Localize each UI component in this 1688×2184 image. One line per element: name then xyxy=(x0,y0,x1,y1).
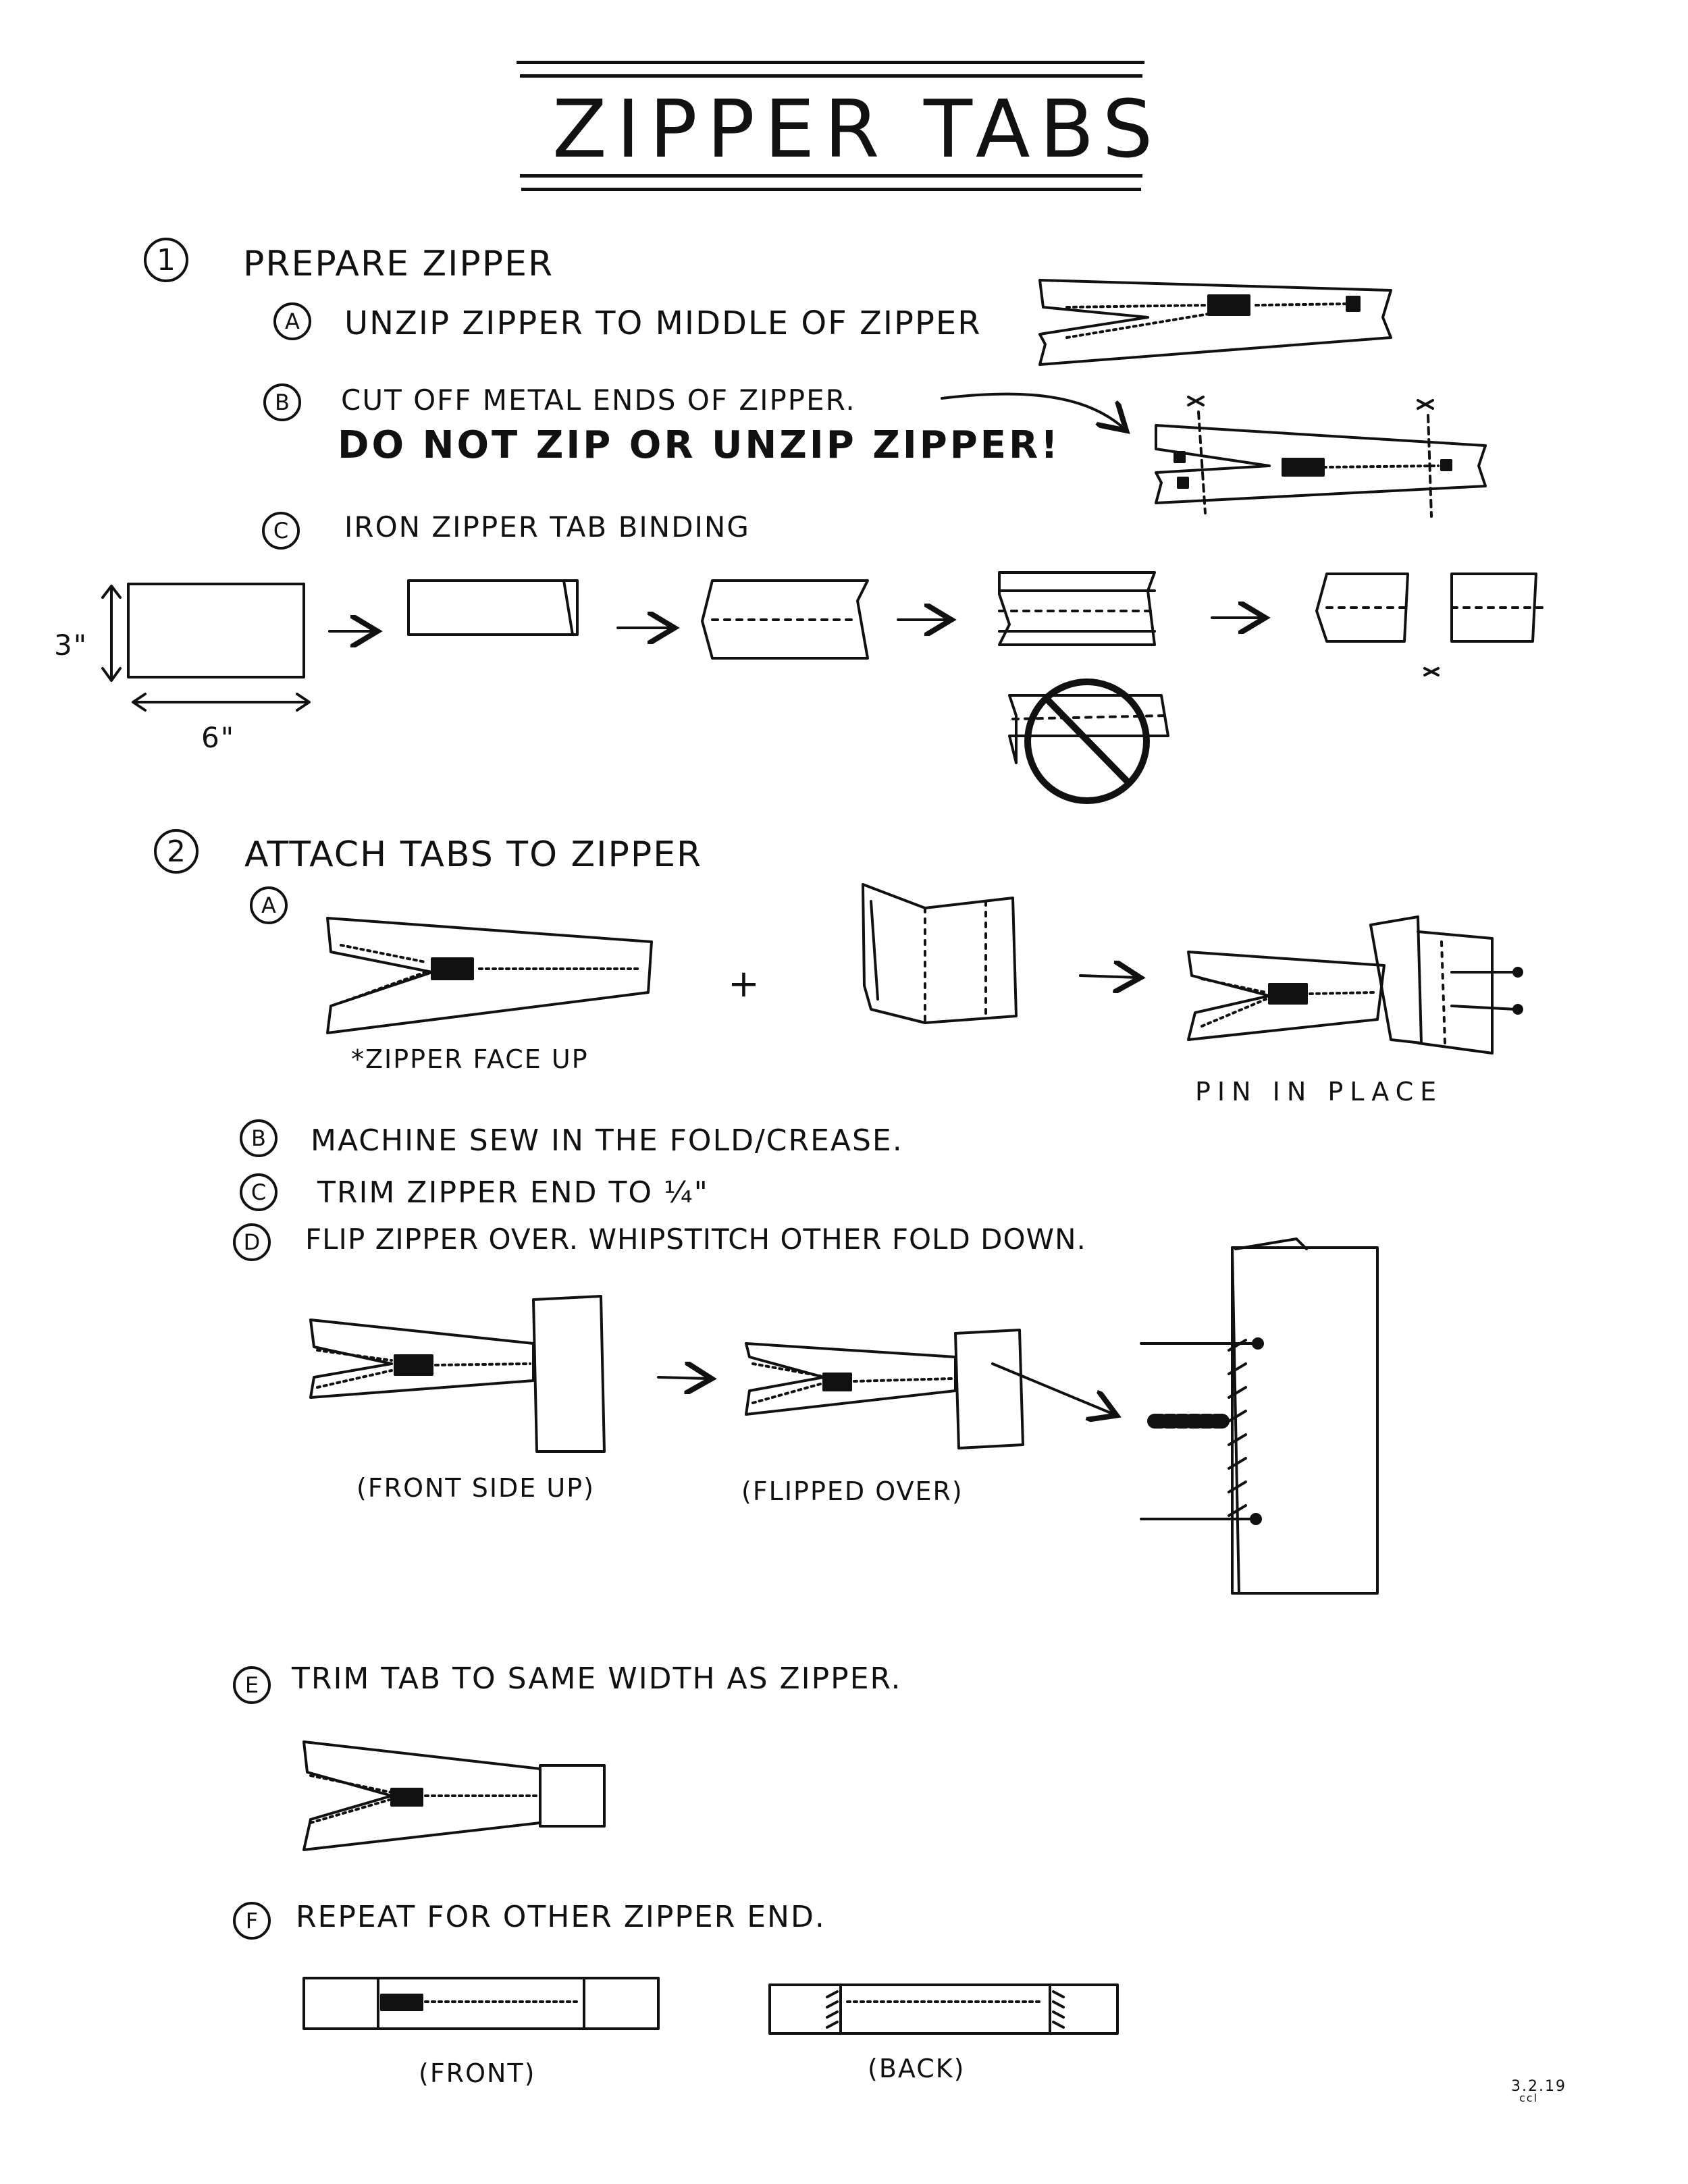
arrow-to-flipped xyxy=(658,1377,709,1379)
zipper-unzipped-illustration xyxy=(1040,280,1391,365)
zipper-flipped-illustration xyxy=(746,1330,1114,1448)
zipper-face-up-illustration xyxy=(327,918,652,1033)
arrow-to-cut-zipper xyxy=(942,394,1124,429)
zipper-pinned-illustration xyxy=(1188,917,1522,1053)
zipper-front-final-illustration xyxy=(304,1978,658,2029)
zipper-trimmed-illustration xyxy=(304,1742,604,1850)
arrow-to-pin-step xyxy=(1080,976,1138,978)
folded-tab-illustration xyxy=(863,884,1016,1023)
zipper-front-side-up-illustration xyxy=(311,1296,604,1451)
tab-binding-steps xyxy=(103,572,1546,710)
zipper-back-final-illustration xyxy=(770,1985,1117,2033)
whipstitch-detail-illustration xyxy=(1141,1239,1377,1593)
zipper-cut-illustration xyxy=(1156,397,1485,516)
wrong-fold-illustration xyxy=(1009,682,1168,801)
